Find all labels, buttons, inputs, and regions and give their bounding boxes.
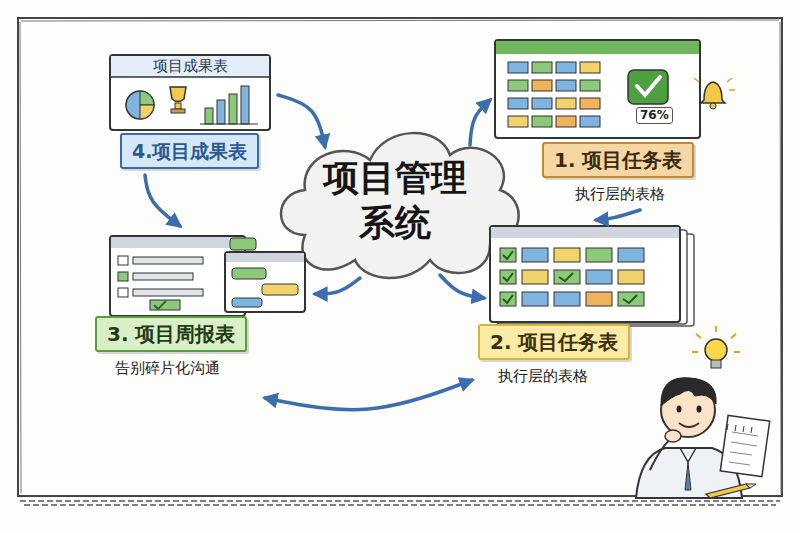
person-figure [636,378,770,498]
flow-arrow [470,100,490,145]
flow-arrow [315,278,360,294]
step-label: 3. 项目周报表 [95,316,247,352]
flow-arrow [440,275,484,298]
step-label: 2. 项目任务表 [478,324,630,360]
report-window [110,236,305,316]
frame-base [20,501,780,505]
flow-arrow [596,210,640,220]
results-window [110,55,270,130]
lightbulb-icon [692,326,740,368]
step-note: 执行层的表格 [575,184,705,204]
step-card: 2. 项目任务表执行层的表格 [478,226,693,386]
flow-arrow [145,175,180,226]
step-label: 1. 项目任务表 [542,142,694,178]
tasks-window [495,40,700,138]
frame-sketch [20,20,781,494]
step-tag: 4.项目成果表 [120,133,259,169]
step-note: 执行层的表格 [498,366,693,386]
step-note: 告别碎片化沟通 [115,358,310,378]
progress-percent: 76% [636,107,673,124]
system-cloud: 项目管理 系统 [265,115,525,285]
step-label: 4.项目成果表 [132,138,247,164]
flow-arrow [278,95,325,147]
cloud-shape [281,133,519,278]
system-title: 项目管理 系统 [320,155,470,245]
results-window-card: 项目成果表 [110,55,270,130]
step-card: 1. 项目任务表执行层的表格 [490,38,705,204]
tasks-window-stack [490,226,694,326]
frame [18,18,782,496]
window-title: 项目成果表 [110,55,270,76]
step-card: 3. 项目周报表告别碎片化沟通 [100,232,310,378]
flow-arrow [265,380,472,410]
bell-icon [694,78,735,109]
